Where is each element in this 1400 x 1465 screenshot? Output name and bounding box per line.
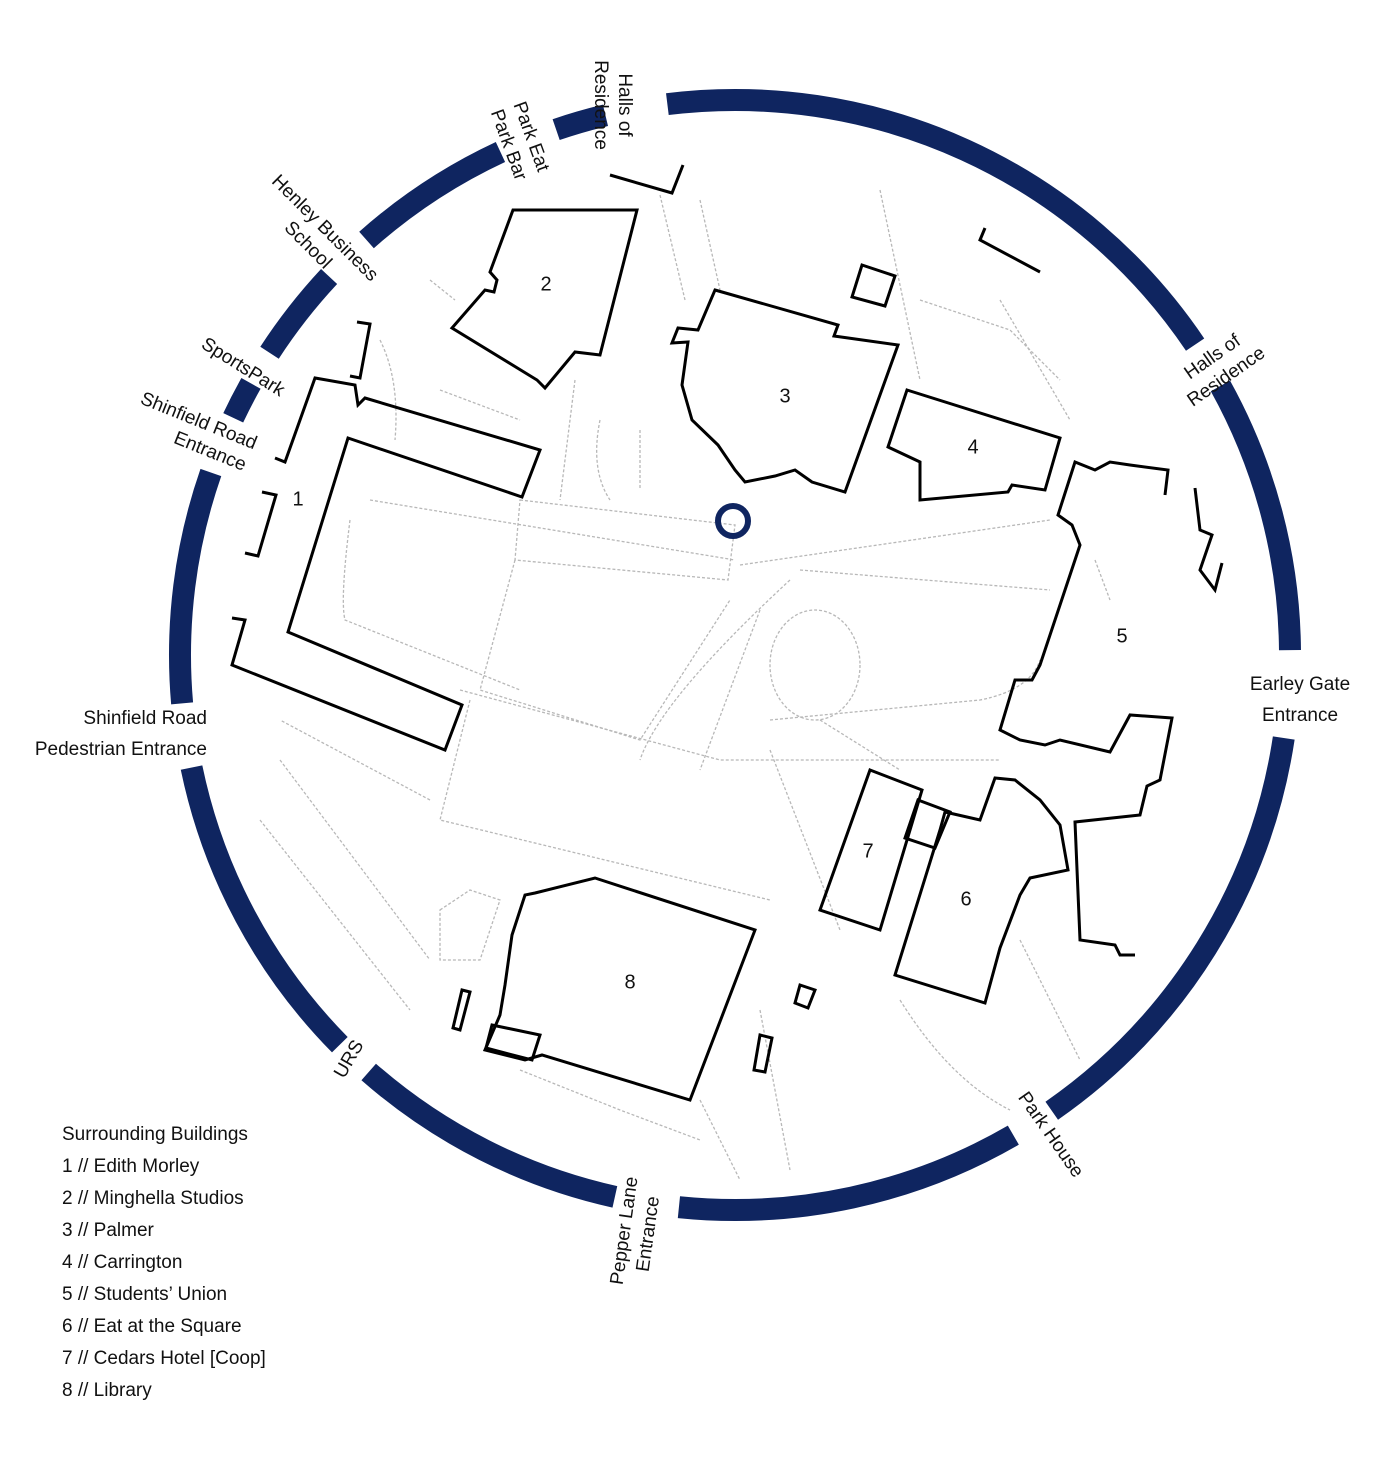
building-3-palmer[interactable] [669, 288, 901, 494]
buildings [230, 164, 1224, 1102]
legend-item: 6 // Eat at the Square [62, 1316, 242, 1337]
campus-ring [169, 89, 1301, 1221]
legend-item: 5 // Students’ Union [62, 1284, 227, 1305]
legend-item: 2 // Minghella Studios [62, 1188, 244, 1209]
building-number-2: 2 [540, 273, 551, 295]
ring-segment [180, 765, 348, 1053]
legend: Surrounding Buildings 1 // Edith Morley … [62, 1124, 266, 1401]
ring-segment [361, 1063, 618, 1208]
building-number-1: 1 [292, 488, 303, 510]
building-4-carrington[interactable] [886, 388, 1062, 502]
building-outline-top [609, 164, 685, 195]
building-5-annex [1193, 487, 1224, 594]
small-building [850, 263, 897, 308]
building-numbers: 1 2 3 4 5 6 7 8 [292, 273, 1127, 993]
ring-segment [260, 268, 338, 359]
location-marker-icon[interactable] [715, 503, 751, 539]
ring-segment [552, 104, 609, 141]
building-8-library[interactable] [482, 876, 757, 1102]
legend-item: 4 // Carrington [62, 1252, 182, 1273]
building-8-annex [484, 1023, 542, 1062]
small-building [752, 1033, 774, 1074]
ring-segment [169, 468, 222, 705]
building-7-cedars-hotel[interactable] [818, 768, 924, 932]
building-number-4: 4 [967, 436, 978, 458]
legend-item: 1 // Edith Morley [62, 1156, 200, 1177]
building-1-annex [349, 320, 372, 380]
building-number-6: 6 [960, 888, 971, 910]
ring-segment [1045, 736, 1295, 1120]
ring-segment [223, 378, 261, 423]
label-park-eat-park-bar[interactable]: Park EatPark Bar [486, 98, 554, 184]
ring-segment [1210, 380, 1301, 651]
footpaths [259, 189, 1111, 1181]
building-number-7: 7 [862, 840, 873, 862]
legend-item: 7 // Cedars Hotel [Coop] [62, 1348, 266, 1369]
building-1-edith-morley[interactable] [230, 376, 542, 752]
building-5-students-union[interactable] [998, 460, 1174, 957]
legend-item: 8 // Library [62, 1380, 152, 1401]
ring-segment [666, 89, 1205, 351]
small-building [451, 988, 472, 1032]
building-2-minghella-studios[interactable] [449, 208, 639, 391]
ring-segment [677, 1125, 1019, 1221]
legend-item: 3 // Palmer [62, 1220, 155, 1241]
building-number-3: 3 [779, 385, 790, 407]
ring-labels: Halls ofResidence Park EatPark Bar Henle… [35, 60, 1350, 1286]
building-1-annex [244, 490, 278, 558]
building-number-8: 8 [624, 971, 635, 993]
building-number-5: 5 [1116, 625, 1127, 647]
small-building [793, 983, 817, 1010]
ring-segment [359, 142, 506, 249]
building-6-eat-at-the-square[interactable] [893, 776, 1070, 1005]
building-7-annex [903, 798, 952, 850]
legend-title: Surrounding Buildings [62, 1124, 248, 1145]
label-halls-of-residence-top[interactable]: Halls ofResidence [590, 60, 635, 150]
building-outline-top-right [978, 227, 1041, 274]
